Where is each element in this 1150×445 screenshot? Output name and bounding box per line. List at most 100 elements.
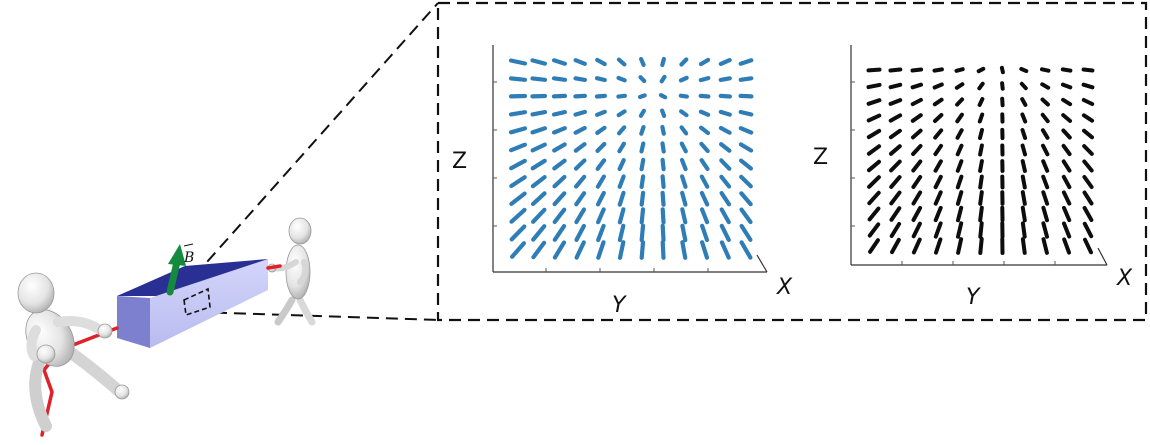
- field-glyph: [978, 174, 984, 190]
- field-glyph: [911, 144, 923, 156]
- bar-top-face: [117, 259, 268, 296]
- field-glyph: [551, 76, 568, 82]
- field-glyph: [699, 174, 710, 189]
- field-glyph: [738, 76, 754, 82]
- field-glyph: [531, 224, 547, 242]
- field-glyph: [1062, 221, 1072, 239]
- field-glyph: [552, 158, 567, 171]
- field-glyph: [595, 141, 607, 153]
- field-glyph: [678, 109, 689, 118]
- field-glyph: [976, 66, 986, 74]
- field-glyph: [955, 112, 964, 124]
- field-glyph: [678, 93, 690, 99]
- field-glyph: [660, 124, 666, 136]
- field-glyph: [933, 221, 943, 239]
- field-glyph: [638, 75, 647, 84]
- field-glyph: [1041, 237, 1049, 255]
- field-glyph: [978, 159, 984, 173]
- field-glyph: [888, 113, 903, 123]
- field-glyph: [866, 144, 882, 156]
- field-glyph: [867, 206, 881, 222]
- field-glyph: [574, 240, 586, 260]
- field-glyph: [659, 108, 667, 119]
- field-glyph: [574, 223, 587, 242]
- field-glyph: [639, 223, 646, 243]
- field-glyph: [530, 142, 547, 153]
- field-glyph: [933, 128, 944, 140]
- field-glyph: [698, 109, 711, 117]
- field-glyph: [530, 126, 548, 135]
- field-glyph: [738, 58, 754, 66]
- field-glyph: [889, 206, 902, 222]
- bar-end-face: [117, 296, 150, 348]
- field-glyph: [719, 240, 731, 260]
- field-glyph: [699, 207, 710, 225]
- field-glyph: [956, 221, 964, 239]
- field-glyph: [954, 67, 965, 73]
- field-glyph: [573, 109, 588, 117]
- field-glyph: [552, 142, 567, 153]
- field-glyph: [933, 205, 943, 223]
- field-glyph: [639, 141, 646, 154]
- field-glyph: [637, 93, 647, 100]
- field-glyph: [616, 109, 627, 118]
- field-glyph: [509, 142, 528, 153]
- field-glyph: [508, 58, 528, 66]
- field-glyph: [1061, 143, 1072, 157]
- field-glyph: [910, 82, 923, 90]
- field-glyph: [956, 205, 964, 223]
- field-glyph: [1041, 221, 1049, 239]
- field-glyph: [1061, 159, 1072, 173]
- field-glyph: [719, 207, 731, 225]
- field-glyph: [888, 82, 903, 90]
- zoom-region-marker: [183, 287, 211, 317]
- field-glyph: [1062, 237, 1071, 255]
- field-glyph: [699, 141, 710, 154]
- magnetic-field-arrow: [166, 244, 186, 296]
- field-glyph: [889, 159, 902, 173]
- field-glyph: [978, 221, 984, 239]
- panel-2-y-label: Y: [966, 285, 981, 310]
- field-vector-bar: [183, 243, 194, 247]
- field-glyph: [638, 108, 647, 118]
- field-glyph: [739, 240, 753, 260]
- field-glyph: [738, 142, 754, 153]
- field-glyph: [1020, 237, 1027, 255]
- field-glyph: [866, 113, 882, 123]
- field-glyph: [616, 125, 627, 136]
- field-glyph: [530, 191, 547, 207]
- field-glyph: [698, 57, 711, 67]
- field-glyph: [617, 190, 626, 207]
- field-glyph: [1083, 237, 1093, 255]
- field-glyph: [508, 76, 528, 82]
- field-glyph: [698, 75, 711, 83]
- field-glyph: [866, 128, 882, 140]
- field-glyph: [639, 157, 646, 172]
- field-glyph: [910, 113, 923, 123]
- field-glyph: [530, 207, 547, 224]
- field-glyph: [911, 237, 922, 255]
- field-glyph: [530, 76, 548, 82]
- field-glyph: [1061, 174, 1072, 190]
- field-glyph: [1082, 221, 1094, 239]
- field-glyph: [595, 158, 607, 171]
- field-glyph: [1060, 82, 1073, 90]
- field-glyph: [617, 158, 626, 172]
- field-glyph: [888, 128, 902, 140]
- field-glyph: [718, 109, 732, 117]
- field-glyph: [1082, 159, 1094, 173]
- panel-1-ticks: [493, 81, 709, 272]
- field-glyph: [977, 97, 985, 107]
- field-glyph: [639, 240, 646, 260]
- zoom-connector-lines: [181, 2, 439, 321]
- field-glyph: [1020, 112, 1028, 124]
- field-glyph: [1060, 67, 1073, 73]
- field-glyph: [617, 141, 627, 154]
- panel-2-x-label: X: [1116, 266, 1133, 291]
- field-glyph: [660, 141, 666, 154]
- field-glyph: [508, 110, 528, 117]
- field-glyph: [1020, 174, 1027, 190]
- field-glyph: [1041, 205, 1049, 223]
- field-glyph: [509, 158, 527, 171]
- field-glyph: [1020, 143, 1027, 157]
